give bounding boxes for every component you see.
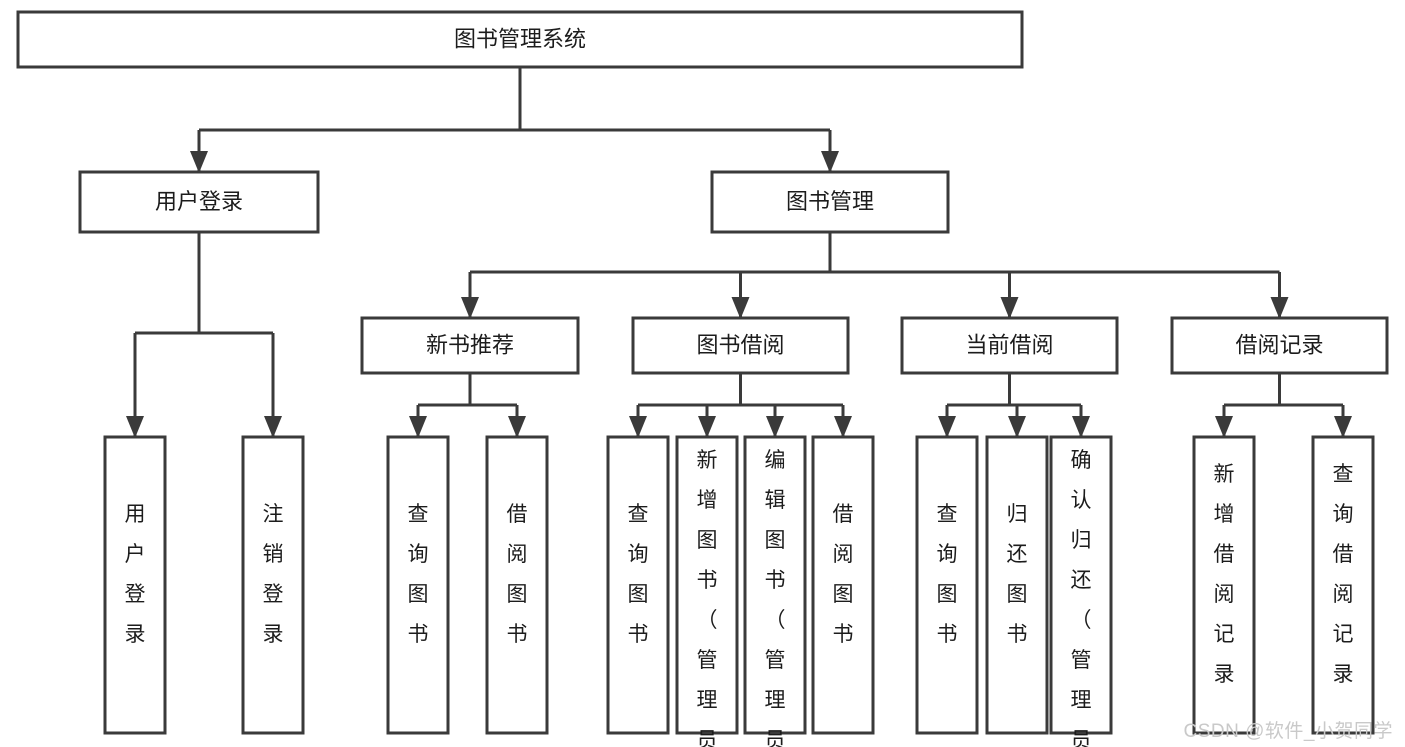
node-box-leaf-query-book-2[interactable] — [606, 435, 670, 735]
node-box-leaf-query-book-3[interactable] — [915, 435, 979, 735]
node-box-leaf-edit-book[interactable] — [743, 435, 807, 735]
arrow-down-icon — [409, 416, 427, 438]
node-leaf-edit-book[interactable]: 编辑图书（管理员） — [743, 435, 807, 747]
connectors-layer — [126, 67, 1352, 438]
arrow-down-icon — [698, 416, 716, 438]
node-box-book-manage[interactable] — [710, 170, 950, 234]
node-box-leaf-add-book[interactable] — [675, 435, 739, 735]
arrow-down-icon — [629, 416, 647, 438]
arrow-down-icon — [766, 416, 784, 438]
arrow-down-icon — [1334, 416, 1352, 438]
node-box-leaf-return-book[interactable] — [985, 435, 1049, 735]
node-label-book-manage: 图书管理 — [786, 189, 874, 214]
node-label-new-book-recommend: 新书推荐 — [426, 332, 514, 357]
node-label-user-login: 用户登录 — [155, 189, 243, 214]
node-box-new-book-recommend[interactable] — [360, 316, 580, 375]
node-label-leaf-add-book: 新增图书（管理员） — [697, 449, 718, 747]
node-label-book-borrow: 图书借阅 — [696, 332, 784, 357]
node-label-leaf-query-book-3: 查询图书 — [937, 503, 958, 646]
node-box-leaf-query-book-1[interactable] — [386, 435, 450, 735]
node-leaf-add-book[interactable]: 新增图书（管理员） — [675, 435, 739, 747]
node-label-leaf-borrow-book-1: 借阅图书 — [507, 503, 528, 646]
node-box-leaf-confirm-return[interactable] — [1049, 435, 1113, 735]
node-box-leaf-user-login[interactable] — [103, 435, 167, 735]
arrow-down-icon — [1270, 297, 1289, 319]
node-label-leaf-borrow-book-2: 借阅图书 — [833, 503, 854, 646]
node-label-leaf-query-book-2: 查询图书 — [628, 503, 649, 646]
node-box-leaf-add-record[interactable] — [1192, 435, 1256, 735]
node-new-book-recommend[interactable]: 新书推荐 — [360, 316, 580, 375]
node-leaf-user-login[interactable]: 用户登录 — [103, 435, 167, 735]
arrow-down-icon — [264, 416, 282, 438]
node-root[interactable]: 图书管理系统 — [16, 10, 1024, 69]
node-current-borrow[interactable]: 当前借阅 — [900, 316, 1119, 375]
node-box-leaf-query-record[interactable] — [1311, 435, 1375, 735]
node-book-borrow[interactable]: 图书借阅 — [631, 316, 850, 375]
node-leaf-return-book[interactable]: 归还图书 — [985, 435, 1049, 735]
node-box-book-borrow[interactable] — [631, 316, 850, 375]
node-label-leaf-query-record: 查询借阅记录 — [1333, 463, 1354, 686]
node-box-borrow-record[interactable] — [1170, 316, 1389, 375]
node-label-leaf-query-book-1: 查询图书 — [408, 503, 429, 646]
arrow-down-icon — [1008, 416, 1026, 438]
arrow-down-icon — [731, 297, 750, 319]
node-box-leaf-borrow-book-1[interactable] — [485, 435, 549, 735]
node-label-leaf-add-record: 新增借阅记录 — [1214, 463, 1235, 686]
arrow-down-icon — [1215, 416, 1233, 438]
node-box-leaf-borrow-book-2[interactable] — [811, 435, 875, 735]
node-label-borrow-record: 借阅记录 — [1235, 332, 1323, 357]
node-leaf-borrow-book-2[interactable]: 借阅图书 — [811, 435, 875, 735]
node-leaf-borrow-book-1[interactable]: 借阅图书 — [485, 435, 549, 735]
arrow-down-icon — [1000, 297, 1019, 319]
node-box-user-login[interactable] — [78, 170, 320, 234]
node-label-leaf-logout-login: 注销登录 — [263, 503, 284, 646]
node-box-root[interactable] — [16, 10, 1024, 69]
csdn-watermark: CSDN @软件_小贺同学 — [1183, 721, 1393, 742]
node-leaf-query-book-1[interactable]: 查询图书 — [386, 435, 450, 735]
arrow-down-icon — [834, 416, 852, 438]
node-label-leaf-return-book: 归还图书 — [1007, 503, 1028, 646]
node-leaf-query-book-3[interactable]: 查询图书 — [915, 435, 979, 735]
arrow-down-icon — [461, 297, 479, 319]
node-box-current-borrow[interactable] — [900, 316, 1119, 375]
node-label-root: 图书管理系统 — [454, 26, 586, 51]
arrow-down-icon — [126, 416, 144, 438]
node-label-leaf-edit-book: 编辑图书（管理员） — [765, 449, 786, 747]
arrow-down-icon — [1072, 416, 1090, 438]
arrow-down-icon — [190, 151, 208, 173]
node-leaf-confirm-return[interactable]: 确认归还（管理员） — [1049, 435, 1113, 747]
node-label-leaf-user-login: 用户登录 — [125, 503, 146, 646]
arrow-down-icon — [938, 416, 956, 438]
nodes-layer: 图书管理系统用户登录图书管理新书推荐图书借阅当前借阅借阅记录用户登录注销登录查询… — [16, 10, 1389, 747]
arrow-down-icon — [821, 151, 839, 173]
arrow-down-icon — [508, 416, 526, 438]
node-leaf-logout-login[interactable]: 注销登录 — [241, 435, 305, 735]
node-box-leaf-logout-login[interactable] — [241, 435, 305, 735]
node-label-current-borrow: 当前借阅 — [965, 332, 1053, 357]
node-leaf-add-record[interactable]: 新增借阅记录 — [1192, 435, 1256, 735]
node-book-manage[interactable]: 图书管理 — [710, 170, 950, 234]
node-leaf-query-record[interactable]: 查询借阅记录 — [1311, 435, 1375, 735]
node-borrow-record[interactable]: 借阅记录 — [1170, 316, 1389, 375]
node-leaf-query-book-2[interactable]: 查询图书 — [606, 435, 670, 735]
node-user-login[interactable]: 用户登录 — [78, 170, 320, 234]
node-label-leaf-confirm-return: 确认归还（管理员） — [1071, 449, 1092, 747]
